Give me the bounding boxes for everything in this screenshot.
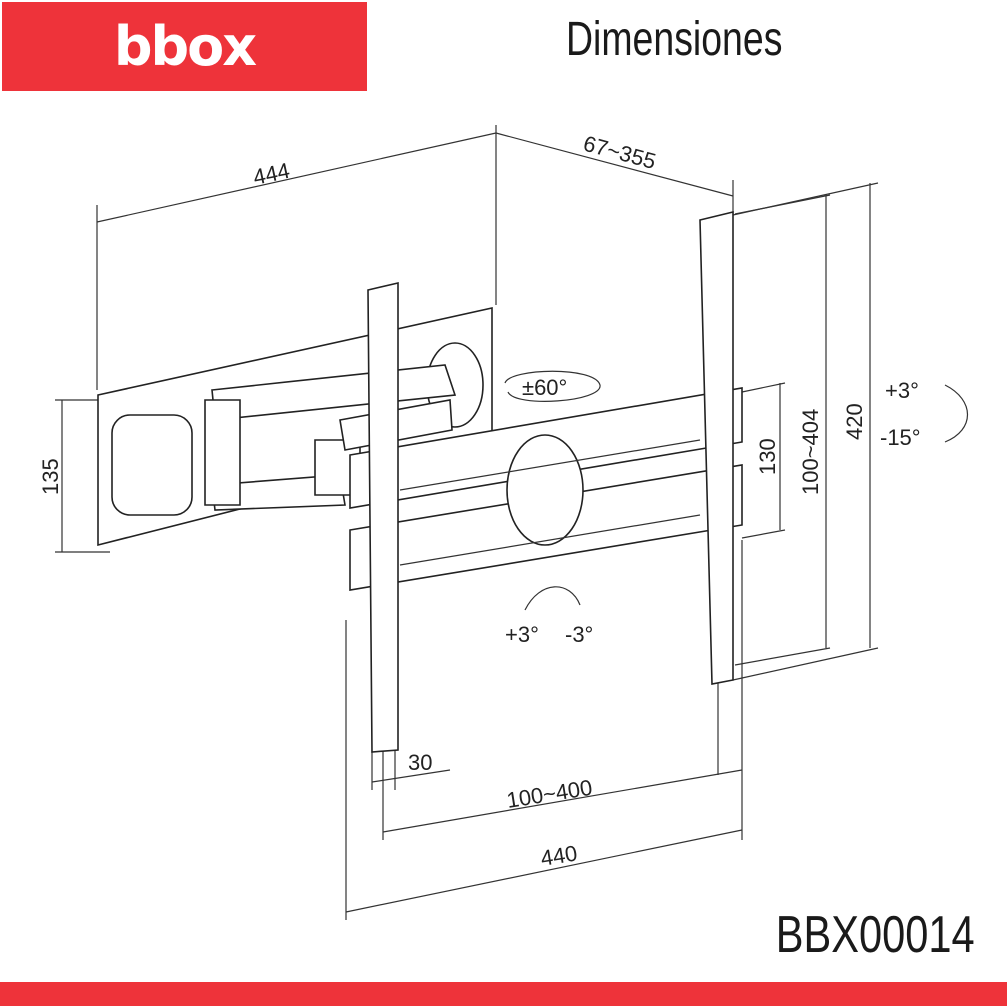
label-tilt-up: +3° (885, 378, 919, 403)
label-swivel: ±60° (522, 375, 567, 400)
tv-rails (349, 387, 743, 591)
label-bracket-height: 420 (842, 403, 867, 440)
logo-text: bbox (113, 15, 257, 78)
brand-logo: bbox (2, 2, 367, 91)
footer-bar (0, 982, 1007, 1006)
product-code: BBX00014 (776, 906, 975, 964)
label-vesa-horizontal: 100~400 (505, 775, 594, 813)
label-vesa-vertical: 100~404 (798, 409, 823, 495)
label-overall-width: 440 (539, 841, 579, 871)
label-wall-plate-width: 444 (251, 158, 292, 190)
label-bracket-width: 30 (408, 750, 432, 775)
label-rail-spacing: 130 (755, 438, 780, 475)
page-title: Dimensiones (566, 13, 783, 66)
vertical-brackets (367, 210, 734, 753)
label-wall-plate-height: 135 (38, 458, 63, 495)
label-level-minus: -3° (565, 622, 593, 647)
dimension-lines (55, 125, 969, 920)
label-level-plus: +3° (505, 622, 539, 647)
label-extension: 67~355 (581, 131, 659, 174)
label-tilt-down: -15° (880, 425, 921, 450)
